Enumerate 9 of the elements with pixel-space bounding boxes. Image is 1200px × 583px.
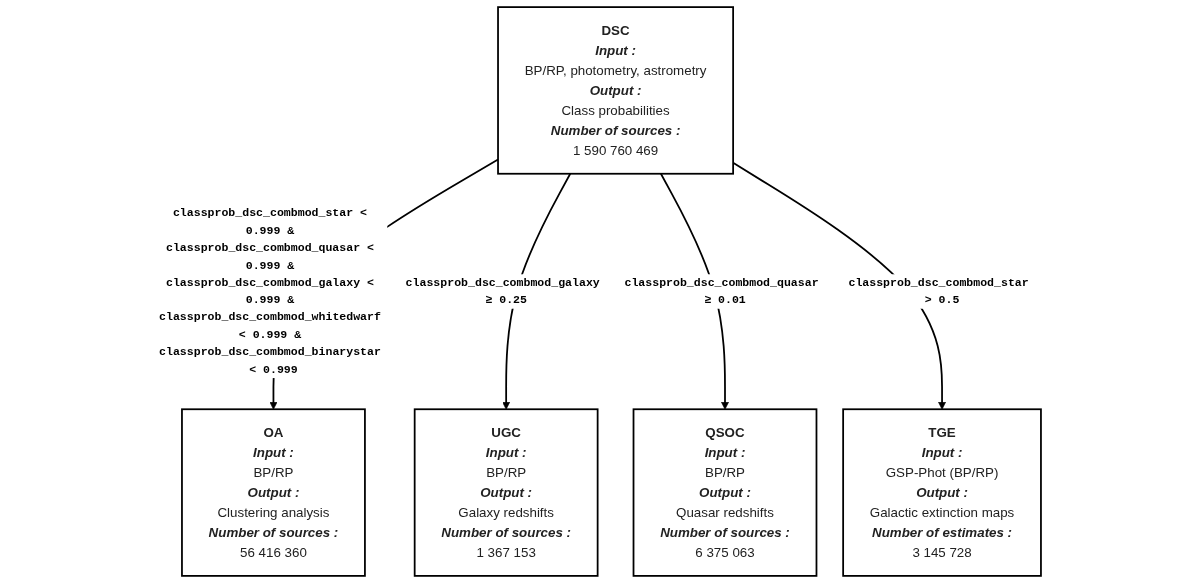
node-box: UGC Input : BP/RP Output : Galaxy redshifts Number of sources : 1 367 153 <box>413 408 599 577</box>
edge-label: classprob_dsc_combmod_galaxy ≥ 0.25 <box>405 275 600 307</box>
edge-label: classprob_dsc_combmod_star > 0.5 <box>848 275 1029 307</box>
node-box: DSC Input : BP/RP, photometry, astrometry Output : Class probabilities Number of sources : 1 590 760 469 <box>497 6 734 175</box>
node-box: QSOC Input : BP/RP Output : Quasar redshifts Number of sources : 6 375 063 <box>632 408 818 577</box>
node-box: OA Input : BP/RP Output : Clustering analysis Number of sources : 56 416 360 <box>181 408 366 577</box>
edge-label: classprob_dsc_combmod_star < 0.999 & classprob_dsc_combmod_quasar < 0.999 & classprob_dsc_combmod_galaxy < 0.999 & classprob_dsc_combmod_whitedwarf < 0.999 & classprob_dsc_combmod_binarystar < 0.999 <box>159 206 381 376</box>
edge-label: classprob_dsc_combmod_quasar ≥ 0.01 <box>624 275 819 307</box>
node-box: TGE Input : GSP-Phot (BP/RP) Output : Galactic extinction maps Number of estimates : 3 145 728 <box>842 408 1042 577</box>
